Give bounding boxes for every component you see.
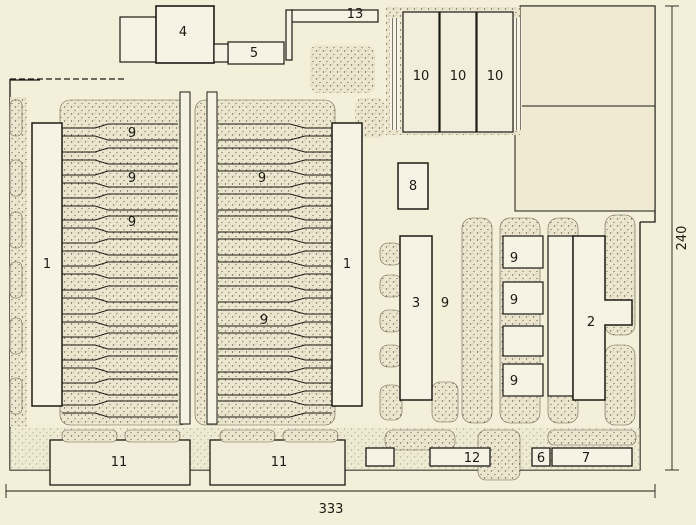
stores — [49, 439, 346, 486]
production-line-left — [62, 355, 178, 373]
production-line-right — [218, 238, 332, 256]
label-green-strip-left-1: 9 — [128, 126, 136, 141]
label-admin-block: 5 — [250, 46, 258, 61]
dimension-height: 240 — [675, 226, 690, 251]
entrance-complex — [119, 5, 379, 65]
label-reservoir-a: 10 — [413, 69, 430, 84]
entry-planting — [310, 45, 375, 93]
fields-top-right — [514, 5, 656, 212]
production-line-left — [62, 238, 178, 256]
label-unit-6: 6 — [537, 451, 545, 466]
label-green-strip-left-2: 9 — [128, 171, 136, 186]
label-green-strip-grid-2: 9 — [510, 293, 518, 308]
dimension-lines — [5, 5, 679, 498]
left-edge-blobs — [9, 99, 23, 415]
store-planting — [61, 429, 339, 443]
production-line-right — [218, 400, 332, 418]
production-line-left — [62, 170, 178, 188]
vat-hall-2 — [572, 235, 633, 401]
production-line-left — [62, 400, 178, 418]
production-line-right — [218, 123, 332, 141]
label-green-strip-shed: 9 — [441, 296, 449, 311]
shed-3 — [399, 235, 433, 401]
production-line-right — [218, 355, 332, 373]
production-line-left — [62, 215, 178, 233]
label-green-strip-right-2: 9 — [260, 313, 268, 328]
workshops — [31, 122, 363, 407]
production-line-right — [218, 193, 332, 211]
production-line-left — [62, 285, 178, 303]
label-reservoir-c: 10 — [487, 69, 504, 84]
label-store-right: 11 — [271, 455, 288, 470]
central-conveyors — [179, 91, 218, 425]
reservoir-edges — [390, 18, 522, 130]
dimension-width: 333 — [319, 502, 344, 517]
label-store-left: 11 — [111, 455, 128, 470]
label-workshop-left: 1 — [43, 257, 51, 272]
production-line-left — [62, 123, 178, 141]
production-line-left — [62, 147, 178, 165]
production-line-left — [62, 378, 178, 396]
production-line-left — [62, 193, 178, 211]
grid-buildings — [502, 235, 574, 397]
production-line-left — [62, 332, 178, 350]
label-shed-3: 3 — [412, 296, 420, 311]
label-green-strip-right-1: 9 — [258, 171, 266, 186]
production-line-right — [218, 261, 332, 279]
label-workshop-right: 1 — [343, 257, 351, 272]
label-green-strip-left-3: 9 — [128, 215, 136, 230]
label-reservoir-b: 10 — [450, 69, 467, 84]
production-line-right — [218, 378, 332, 396]
label-vat-hall: 2 — [587, 315, 595, 330]
production-line-right — [218, 332, 332, 350]
label-unit-7: 7 — [582, 451, 590, 466]
production-line-left — [62, 261, 178, 279]
reservoir-group — [402, 11, 514, 133]
label-gate-13: 13 — [347, 7, 364, 22]
label-unit-12: 12 — [464, 451, 481, 466]
production-line-right — [218, 285, 332, 303]
production-line-right — [218, 215, 332, 233]
production-line-right — [218, 170, 332, 188]
production-line-right — [218, 309, 332, 327]
lower-buildings — [365, 447, 633, 467]
building-8 — [397, 162, 429, 210]
production-line-right — [218, 147, 332, 165]
label-green-strip-grid-3: 9 — [510, 374, 518, 389]
production-lines — [62, 123, 332, 418]
label-green-strip-grid-1: 9 — [510, 251, 518, 266]
label-gate-house: 4 — [179, 25, 187, 40]
production-line-left — [62, 309, 178, 327]
label-unit-8: 8 — [409, 179, 417, 194]
